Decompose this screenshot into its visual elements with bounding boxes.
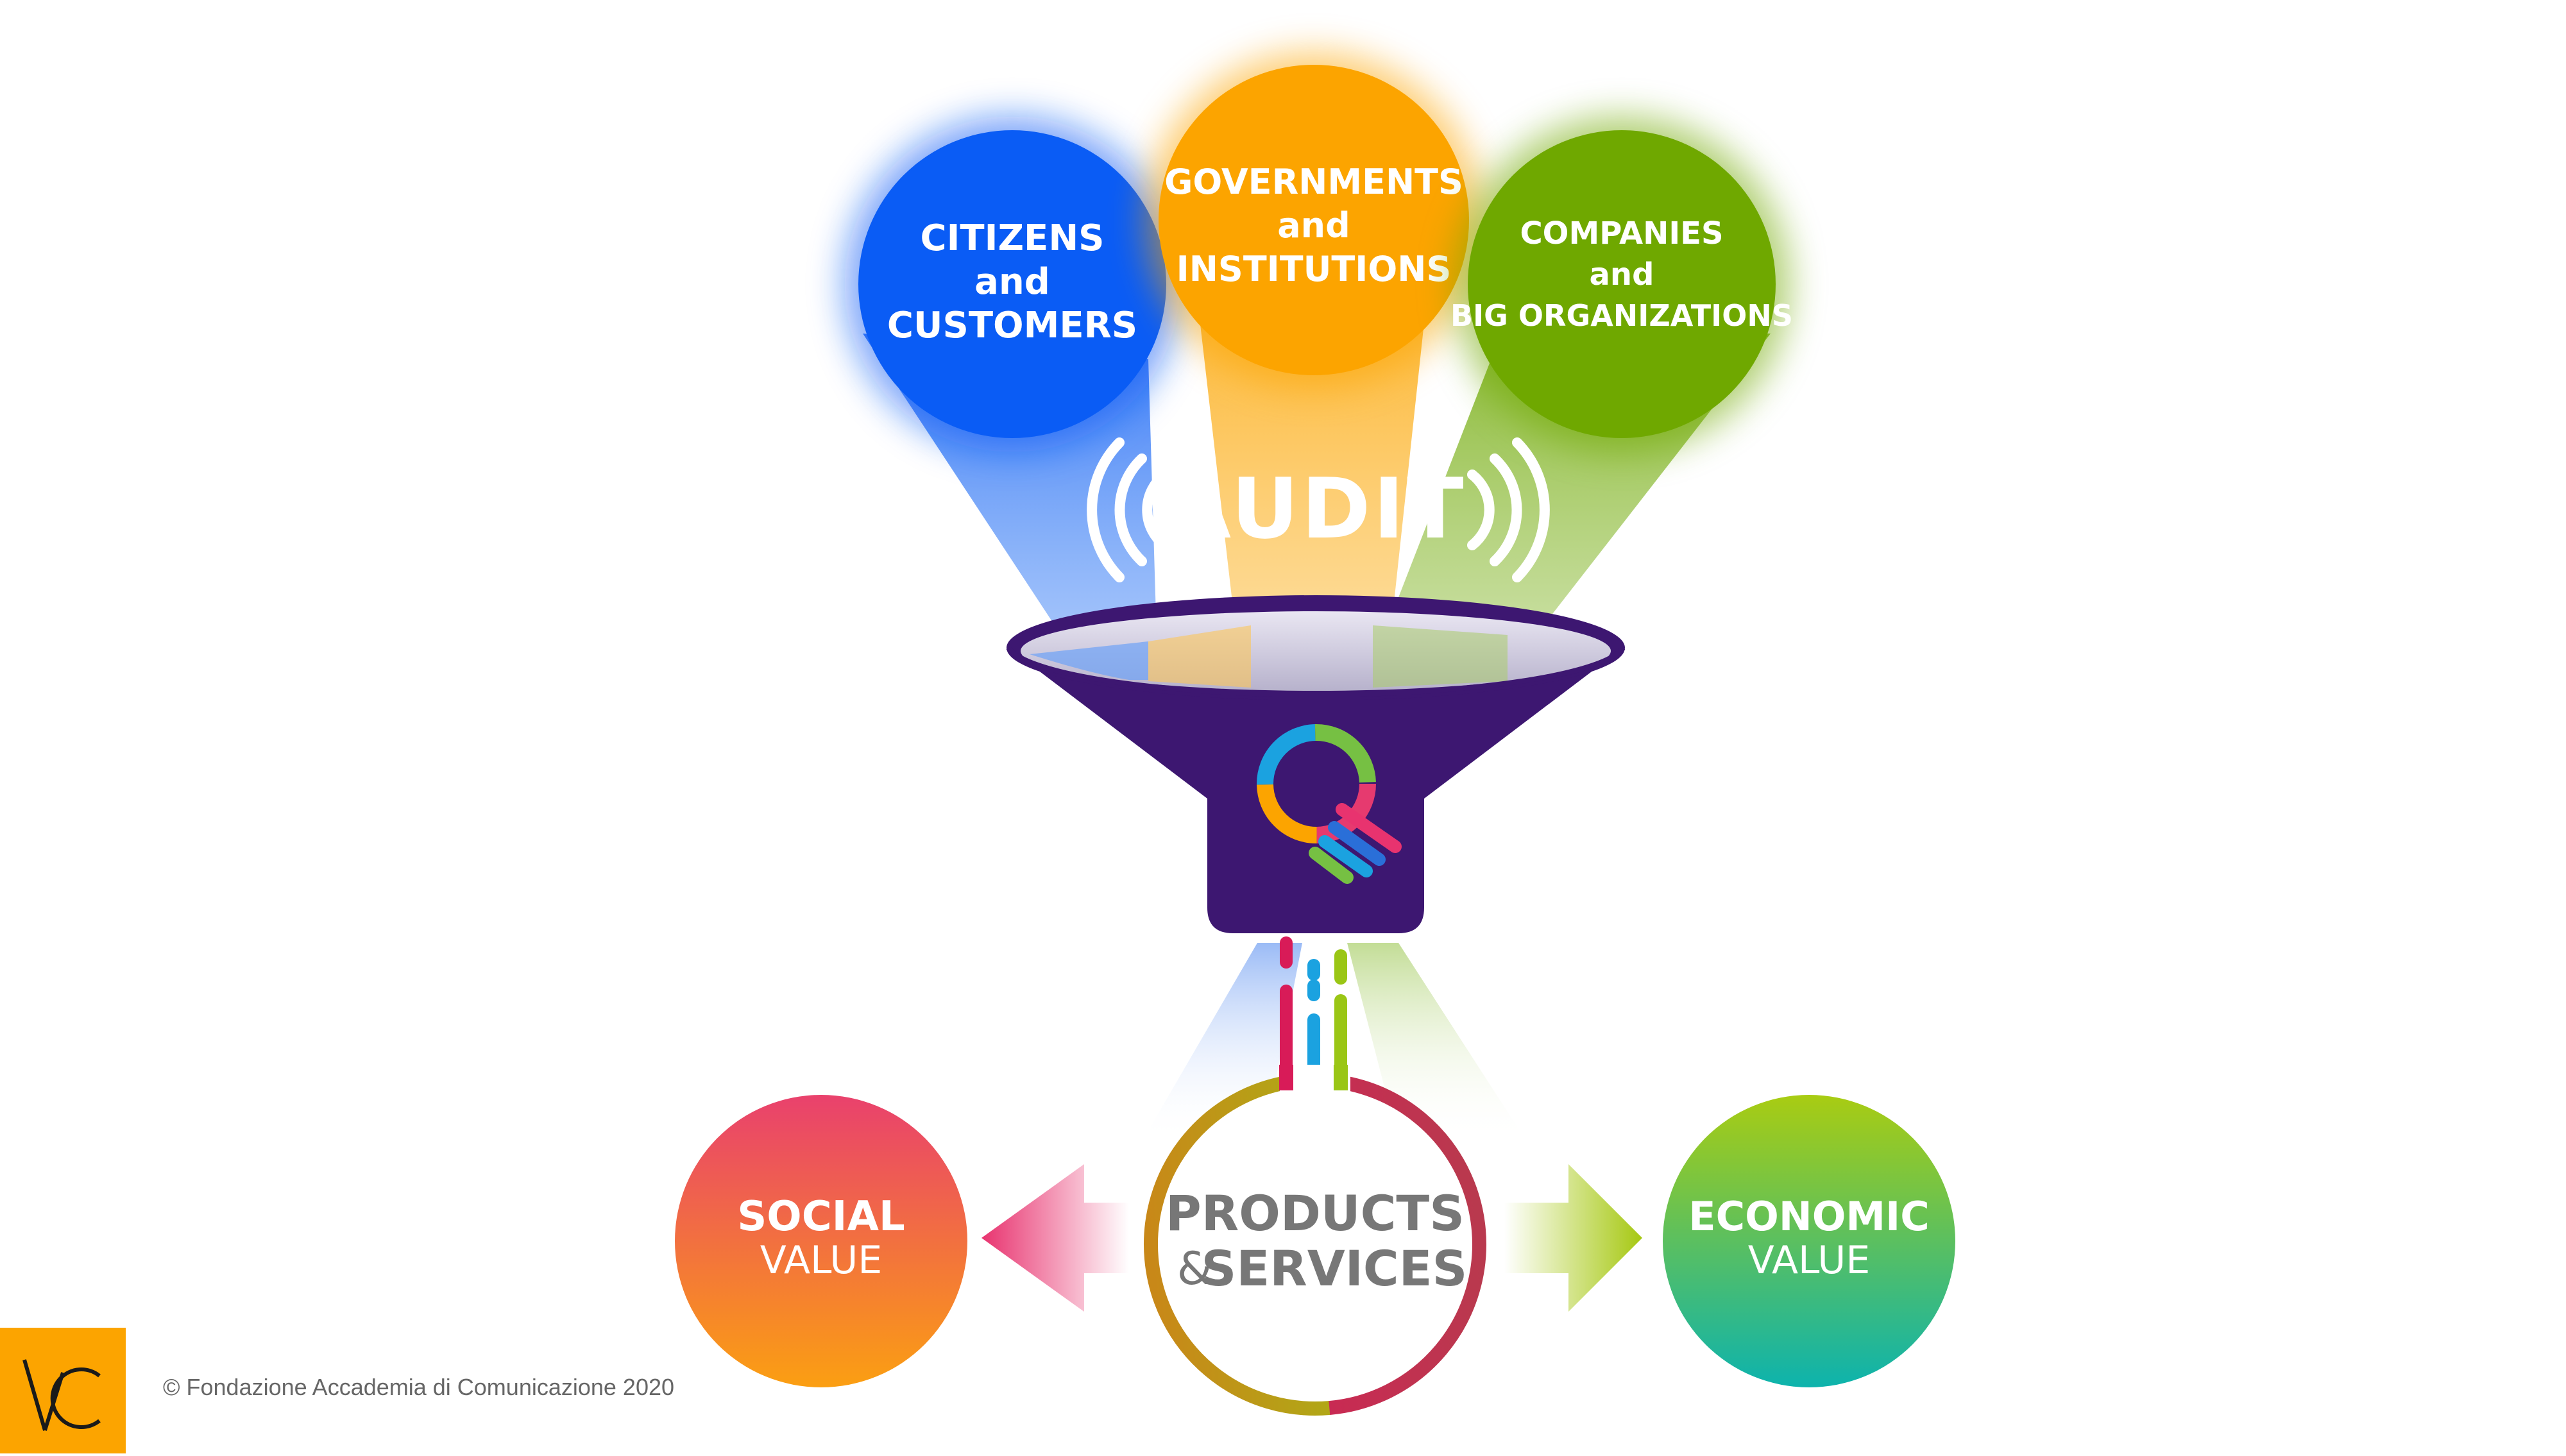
logo-background — [0, 1328, 126, 1453]
economic-value-label: VALUE — [1748, 1238, 1871, 1283]
governments-line2: and — [1277, 205, 1350, 246]
copyright-text: © Fondazione Accademia di Comunicazione … — [163, 1374, 675, 1400]
funnel — [1006, 595, 1626, 933]
companies-line1: COMPANIES — [1520, 216, 1723, 251]
accademia-logo-icon — [0, 1328, 126, 1453]
social-value-label: VALUE — [760, 1238, 883, 1283]
economic-label: ECONOMIC — [1688, 1193, 1929, 1240]
economic-value-circle: ECONOMIC VALUE — [1663, 1095, 1955, 1387]
stakeholder-citizens: CITIZENS and CUSTOMERS — [844, 116, 1180, 452]
audit-label-group: AUDIT — [1087, 437, 1550, 582]
flask-tubes — [1280, 936, 1347, 1100]
companies-line2: and — [1590, 257, 1654, 292]
q-logo-icon — [1257, 724, 1402, 884]
social-value-circle: SOCIAL VALUE — [675, 1095, 967, 1387]
products-amp: & — [1177, 1242, 1212, 1295]
governments-line3: INSTITUTIONS — [1177, 249, 1452, 289]
citizens-line1: CITIZENS — [920, 217, 1104, 259]
services-label: SERVICES — [1202, 1240, 1468, 1297]
products-label: PRODUCTS — [1166, 1185, 1465, 1242]
audit-label: AUDIT — [1166, 460, 1466, 557]
sound-waves-right-icon — [1467, 437, 1550, 582]
social-label: SOCIAL — [737, 1193, 905, 1240]
arrow-to-social-icon — [981, 1164, 1129, 1312]
stakeholder-governments: GOVERNMENTS and INSTITUTIONS — [1146, 52, 1482, 388]
citizens-line2: and — [974, 261, 1050, 303]
sound-waves-left-icon — [1087, 437, 1169, 582]
stakeholder-companies: COMPANIES and BIG ORGANIZATIONS — [1450, 116, 1793, 452]
products-services-flask: PRODUCTS & SERVICES — [1144, 1065, 1486, 1416]
governments-line1: GOVERNMENTS — [1164, 162, 1463, 202]
arrow-to-economic-icon — [1504, 1164, 1642, 1312]
citizens-line3: CUSTOMERS — [887, 305, 1137, 346]
companies-line3: BIG ORGANIZATIONS — [1450, 298, 1793, 333]
